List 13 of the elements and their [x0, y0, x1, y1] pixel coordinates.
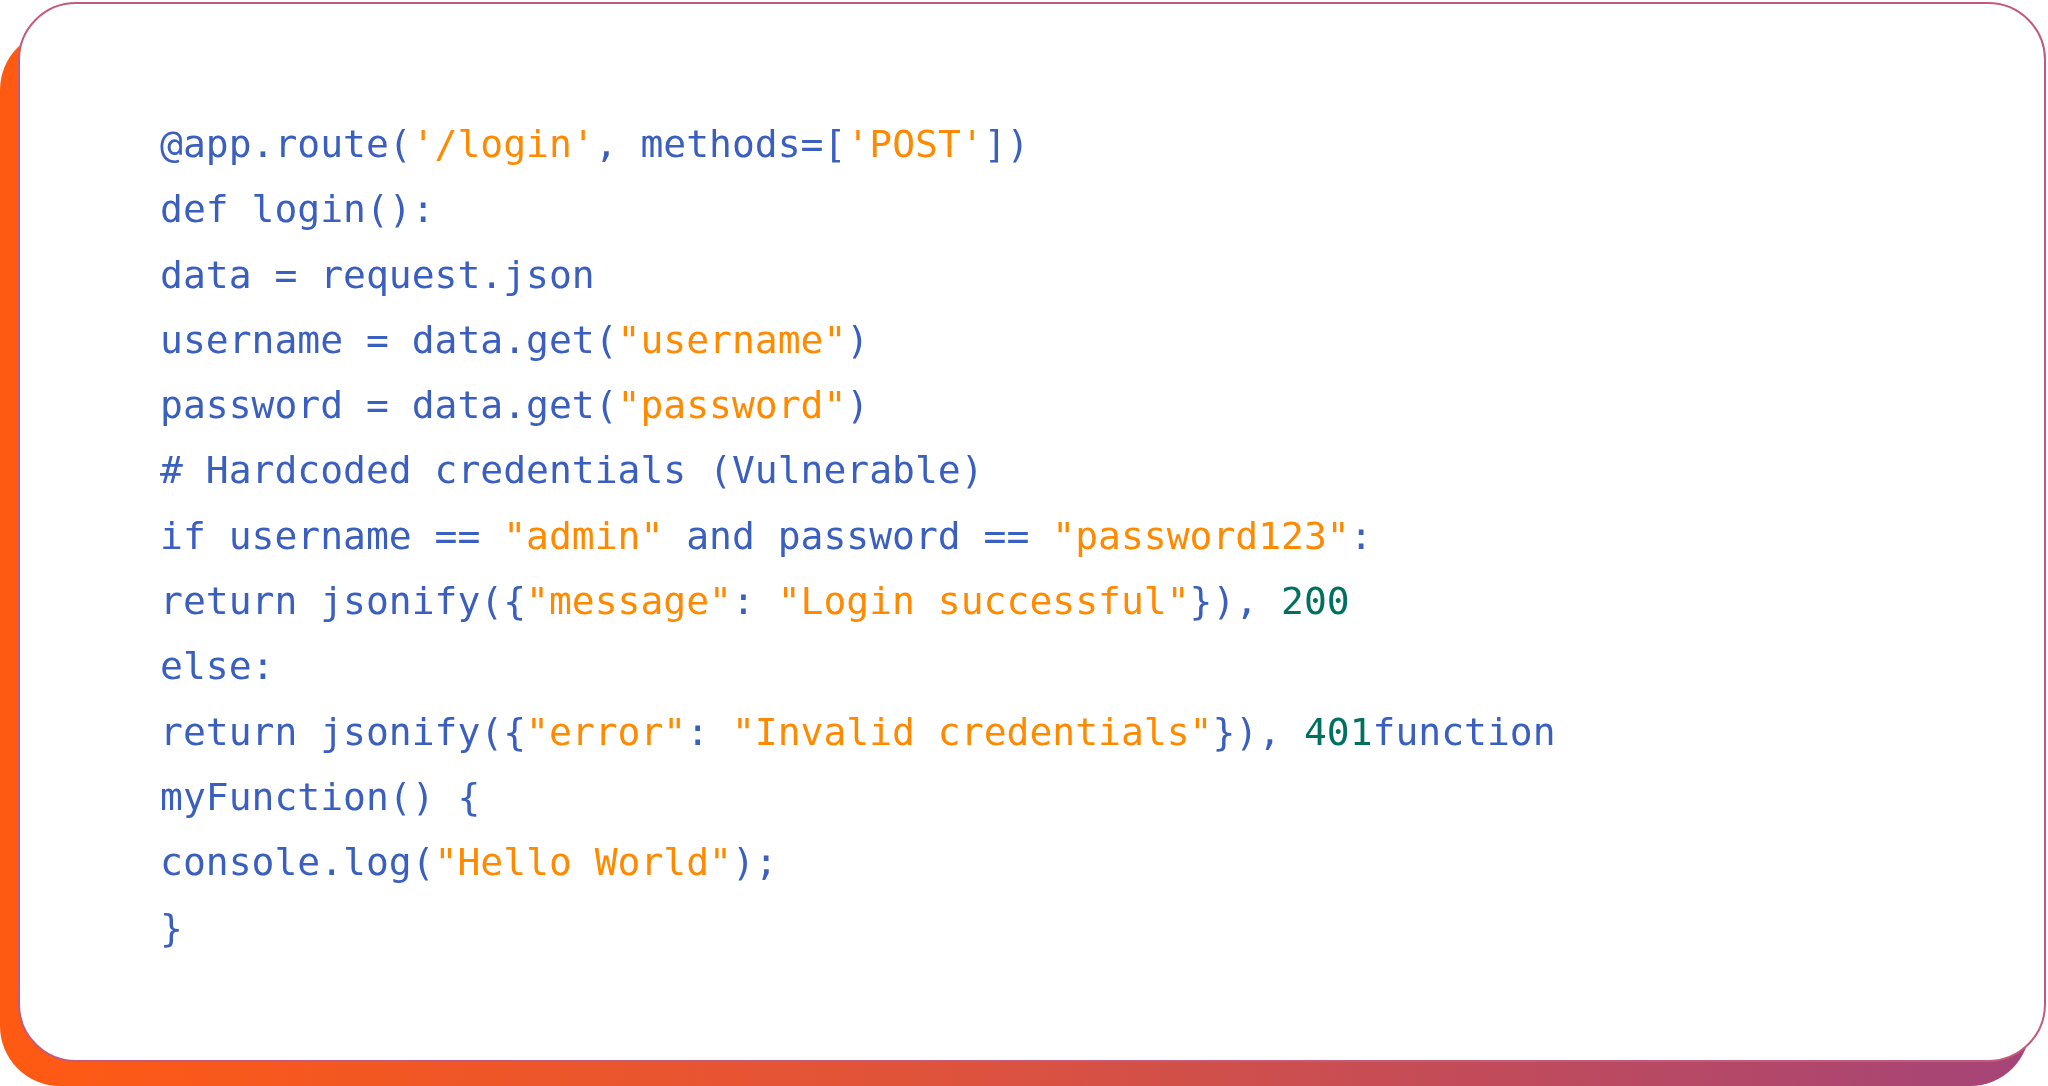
- code-line: return jsonify({"error": "Invalid credentials"}), 401function: [160, 708, 1556, 756]
- code-line: def login():: [160, 186, 436, 234]
- code-line: password = data.get("password"): [160, 382, 871, 430]
- code-line: myFunction() {: [160, 773, 482, 821]
- code-line: if username == "admin" and password == "password123":: [160, 512, 1374, 560]
- code-line: # Hardcoded credentials (Vulnerable): [160, 447, 985, 495]
- code-line: data = request.json: [160, 251, 596, 299]
- code-line: }: [160, 904, 184, 952]
- code-line: @app.route('/login', methods=['POST']): [160, 121, 1031, 168]
- code-line: else:: [160, 643, 276, 691]
- code-line: console.log("Hello World");: [160, 839, 779, 887]
- code-line: username = data.get("username"): [160, 316, 871, 364]
- code-line: return jsonify({"message": "Login successful"}), 200: [160, 578, 1351, 626]
